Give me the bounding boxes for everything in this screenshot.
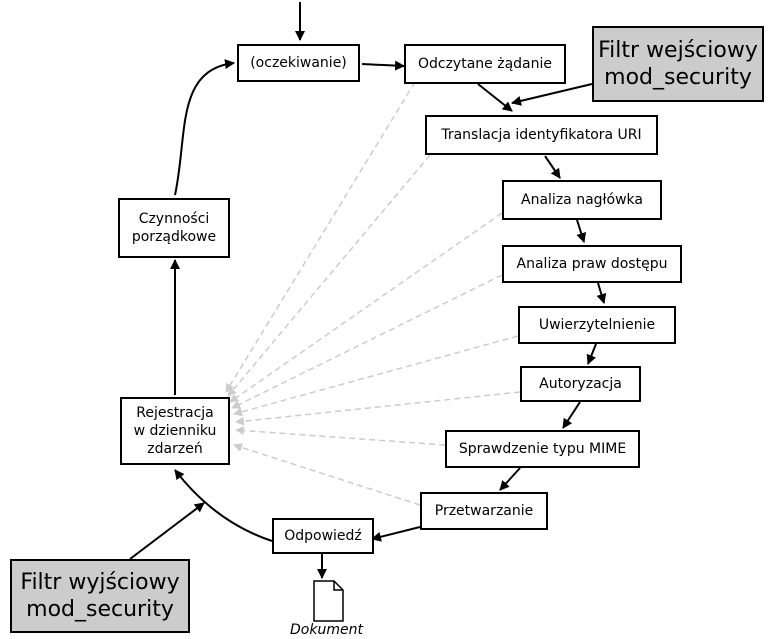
dashed-arrow-access-analysis [231, 274, 503, 409]
input-filter-box: Filtr wejściowy mod_security [592, 26, 764, 102]
document-icon [313, 580, 344, 622]
dashed-arrow-uri-translation [227, 154, 431, 397]
dashed-arrow-mime-check [235, 426, 446, 446]
arrow-processing-to-response [371, 526, 421, 542]
dashed-arrow-processing [233, 443, 421, 506]
arrow-input-filter [511, 83, 593, 106]
dashed-arrow-header-analysis [229, 212, 503, 403]
arrow-response-to-logging [174, 469, 273, 542]
node-read-request: Odczytane żądanie [404, 44, 566, 84]
dashed-arrow-authorization [235, 391, 521, 426]
arrow-cleanup-to-waiting [174, 59, 235, 196]
arrow-uri-to-header [544, 155, 561, 179]
dashed-arrow-read-request [225, 81, 416, 393]
node-cleanup: Czynności porządkowe [118, 198, 230, 258]
node-uri-translation: Translacja identyfikatora URI [425, 115, 658, 155]
arrow-auth-to-authz [586, 343, 597, 365]
document-label: Dokument [290, 622, 363, 638]
node-logging: Rejestracja w dzienniku zdarzeń [120, 397, 230, 465]
arrow-read-to-uri [477, 83, 513, 112]
node-header-analysis: Analiza nagłówka [502, 180, 662, 220]
output-filter-box: Filtr wyjściowy mod_security [10, 559, 190, 633]
node-authentication: Uwierzytelnienie [518, 306, 676, 344]
arrow-output-filter [129, 502, 205, 560]
arrow-waiting-to-read [361, 60, 405, 71]
node-waiting: (oczekiwanie) [237, 44, 360, 82]
arrow-access-to-auth [596, 282, 607, 304]
arrow-mime-to-processing [499, 467, 521, 491]
node-authorization: Autoryzacja [520, 366, 641, 402]
node-access-analysis: Analiza praw dostępu [502, 245, 682, 283]
node-mime-check: Sprawdzenie typu MIME [445, 430, 640, 468]
arrow-header-to-access [576, 219, 587, 243]
dashed-arrow-authentication [233, 335, 519, 417]
arrow-authz-to-mime [562, 401, 581, 429]
node-processing: Przetwarzanie [420, 492, 548, 530]
node-response: Odpowiedź [272, 518, 374, 554]
